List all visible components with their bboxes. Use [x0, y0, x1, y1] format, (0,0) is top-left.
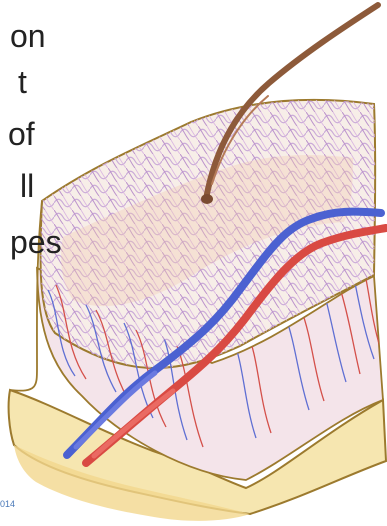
text-fragment-4: ll: [20, 170, 34, 202]
text-fragment-1: on: [10, 20, 46, 52]
text-fragment-3: of: [8, 118, 35, 150]
text-fragment-5: pes: [10, 226, 62, 258]
text-fragment-2: t: [18, 66, 27, 98]
cropped-text-column: on t of ll pes: [0, 0, 120, 290]
hair-follicle: [201, 194, 213, 204]
image-credit: 014: [0, 499, 15, 509]
